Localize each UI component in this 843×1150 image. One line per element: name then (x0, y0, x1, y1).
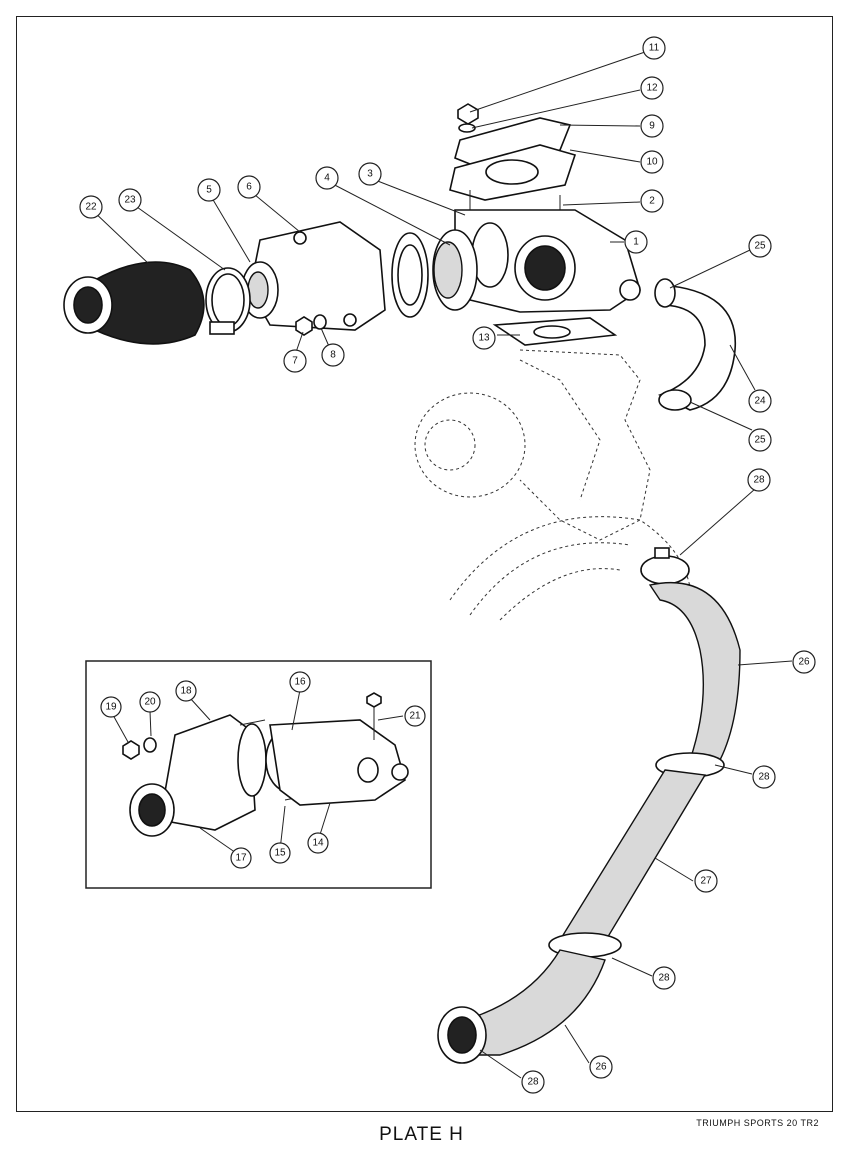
callout-25-lower: 25 (748, 428, 772, 452)
hose-26-upper (648, 581, 741, 761)
gasket-18 (237, 723, 267, 797)
callout-label: 8 (330, 350, 336, 361)
callout-24: 24 (748, 389, 772, 413)
callout-label: 5 (206, 185, 212, 196)
plate-title: PLATE H (379, 1124, 464, 1145)
callout-28-mid-lower: 28 (652, 966, 676, 990)
callout-label: 15 (274, 848, 286, 859)
callout-26-upper: 26 (792, 650, 816, 674)
callout-12: 12 (640, 76, 664, 100)
callout-label: 28 (658, 973, 670, 984)
callout-9: 9 (640, 114, 664, 138)
callout-label: 13 (478, 333, 490, 344)
hose-clip-23 (205, 267, 251, 335)
washer-20 (143, 737, 157, 753)
washer-12 (458, 123, 476, 133)
callout-label: 14 (312, 838, 324, 849)
callout-label: 21 (409, 711, 421, 722)
callout-16: 16 (289, 671, 311, 693)
hose-clip-28-top (640, 547, 690, 585)
callout-28-top: 28 (747, 468, 771, 492)
callout-label: 1 (633, 237, 639, 248)
nut-7 (295, 316, 313, 336)
callout-3: 3 (358, 162, 382, 186)
callout-label: 19 (105, 702, 117, 713)
callout-label: 2 (649, 196, 655, 207)
callout-label: 10 (646, 157, 658, 168)
callout-1: 1 (624, 230, 648, 254)
callout-15: 15 (269, 842, 291, 864)
callout-label: 11 (649, 43, 660, 54)
hose-clip-25-upper (654, 278, 676, 308)
callout-label: 4 (324, 173, 330, 184)
callout-label: 25 (754, 435, 766, 446)
washer-8 (313, 314, 327, 330)
callout-18: 18 (175, 680, 197, 702)
callout-5: 5 (197, 178, 221, 202)
callout-label: 26 (798, 657, 810, 668)
callout-20: 20 (139, 691, 161, 713)
callout-14: 14 (307, 832, 329, 854)
callout-28-mid-upper: 28 (752, 765, 776, 789)
callout-23: 23 (118, 188, 142, 212)
callout-label: 28 (758, 772, 770, 783)
hose-clip-25-lower (658, 389, 692, 411)
thermostat-4 (432, 229, 478, 311)
callout-7: 7 (283, 349, 307, 373)
hose-22 (63, 261, 205, 345)
callout-label: 12 (646, 83, 658, 94)
bolt-21 (366, 692, 382, 740)
gasket-3 (391, 232, 429, 318)
callout-26-lower: 26 (589, 1055, 613, 1079)
callout-label: 20 (144, 697, 156, 708)
callout-19: 19 (100, 696, 122, 718)
callout-label: 25 (754, 241, 766, 252)
callout-11: 11 (642, 36, 666, 60)
gasket-13 (492, 317, 618, 346)
callout-label: 9 (649, 121, 655, 132)
hose-clip-28-bottom (437, 1006, 487, 1064)
hose-26-lower (464, 949, 606, 1056)
callout-25-upper: 25 (748, 234, 772, 258)
callout-6: 6 (237, 175, 261, 199)
callout-label: 18 (180, 686, 192, 697)
callout-label: 6 (246, 182, 252, 193)
callout-label: 3 (367, 169, 373, 180)
callout-4: 4 (315, 166, 339, 190)
callout-27: 27 (694, 869, 718, 893)
publisher-caption: TRIUMPH SPORTS 20 TR2 (696, 1118, 819, 1128)
inset-panel (85, 660, 432, 889)
callout-label: 28 (527, 1077, 539, 1088)
gasket-10 (449, 144, 577, 201)
callout-22: 22 (79, 195, 103, 219)
hose-24 (658, 284, 737, 411)
callout-label: 27 (700, 876, 712, 887)
callout-label: 22 (85, 202, 97, 213)
callout-8: 8 (321, 343, 345, 367)
outlet-elbow-17 (129, 714, 256, 837)
callout-label: 16 (294, 677, 306, 688)
callout-label: 7 (292, 356, 298, 367)
pipe-27 (558, 769, 707, 951)
engine-outline-ghost (414, 349, 692, 621)
callout-17: 17 (230, 847, 252, 869)
callout-2: 2 (640, 189, 664, 213)
plate-border (16, 16, 833, 1112)
callout-13: 13 (472, 326, 496, 350)
callout-label: 24 (754, 396, 766, 407)
callout-label: 26 (595, 1062, 607, 1073)
callout-label: 17 (235, 853, 247, 864)
outlet-housing-1 (454, 209, 641, 313)
callout-10: 10 (640, 150, 664, 174)
callout-label: 28 (753, 475, 765, 486)
callout-21: 21 (404, 705, 426, 727)
nut-11 (457, 103, 479, 125)
housing-body-14 (269, 719, 409, 806)
outlet-elbow-5 (241, 261, 279, 319)
callout-28-bottom: 28 (521, 1070, 545, 1094)
callout-label: 23 (124, 195, 136, 206)
nut-19 (122, 740, 140, 760)
